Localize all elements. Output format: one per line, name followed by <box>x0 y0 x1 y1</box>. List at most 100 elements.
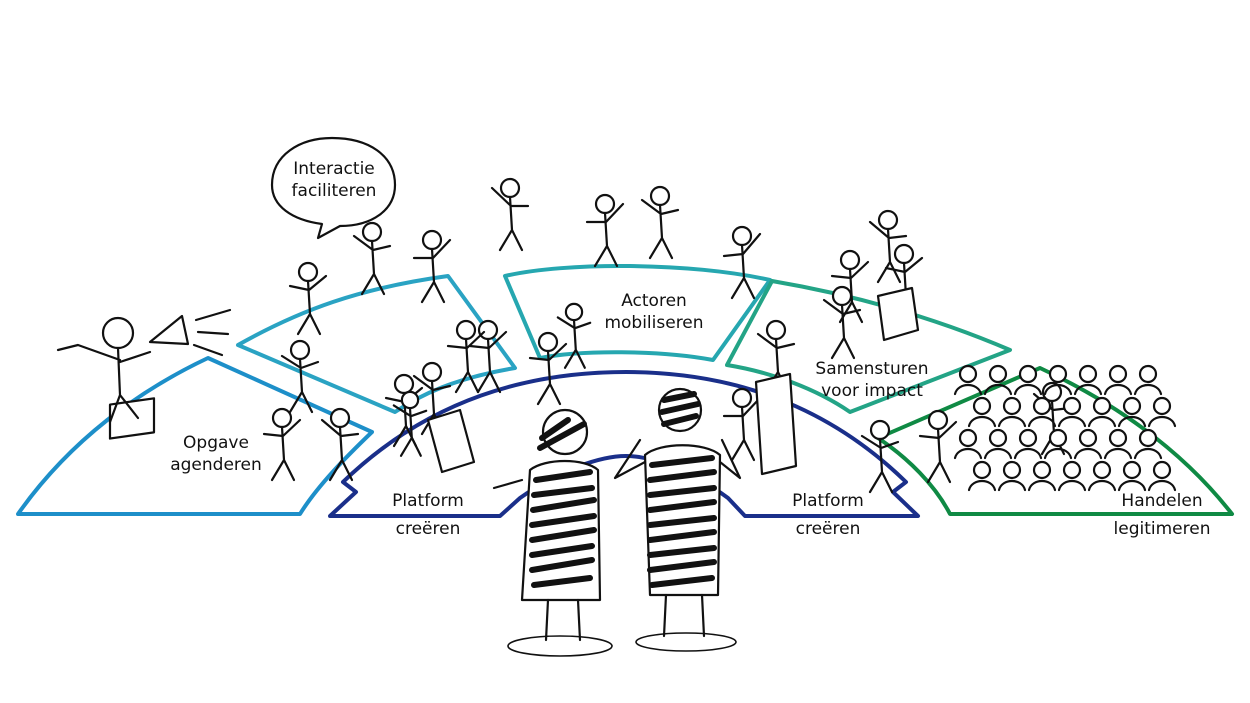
sketch-person <box>640 185 680 260</box>
sketch-person <box>830 249 870 324</box>
sketch-person <box>490 177 530 252</box>
platform-left-line1: Platform <box>392 491 464 511</box>
audience-shoulders <box>997 479 1027 492</box>
person-with-megaphone <box>56 308 232 440</box>
opgave-line1: Opgave <box>183 433 249 453</box>
central-figure-left <box>492 408 613 657</box>
audience-head <box>1152 460 1172 480</box>
audience-head <box>1092 460 1112 480</box>
audience-shoulders <box>967 479 997 492</box>
sketch-person <box>868 209 908 284</box>
audience-shoulders <box>1103 447 1133 460</box>
handelen-line1: Handelen <box>1121 491 1203 511</box>
audience-shoulders <box>1057 479 1087 492</box>
sketch-person <box>756 319 796 394</box>
audience-head <box>958 364 978 384</box>
segment-handelen-legitimeren-shape <box>876 366 1234 516</box>
platform-right-line1: Platform <box>792 491 864 511</box>
sketch-person <box>412 229 452 304</box>
audience-shoulders <box>1057 415 1087 428</box>
label-platform-left: Platform <box>380 490 476 512</box>
audience-shoulders <box>953 447 983 460</box>
label-opgave-agenderen: Opgave agenderen <box>166 432 266 476</box>
audience-shoulders <box>1087 479 1117 492</box>
sketch-person <box>528 331 568 406</box>
audience-head <box>1108 364 1128 384</box>
label-platform-right: Platform <box>780 490 876 512</box>
sketch-person <box>262 407 302 482</box>
sketch-person <box>320 407 360 482</box>
audience-head <box>1092 396 1112 416</box>
opgave-line2: agenderen <box>170 455 262 475</box>
sketch-person <box>722 387 762 462</box>
sketch-person <box>918 409 958 484</box>
audience-head <box>1032 460 1052 480</box>
audience-shoulders <box>1027 479 1057 492</box>
audience-head <box>1048 364 1068 384</box>
samensturen-line2: voor impact <box>821 381 923 401</box>
platform-left-line2: creëren <box>395 519 461 539</box>
audience-shoulders <box>1013 447 1043 460</box>
sketch-person <box>288 261 328 336</box>
sketch-person <box>556 302 592 369</box>
audience-head <box>1152 396 1172 416</box>
audience-head <box>988 428 1008 448</box>
audience-shoulders <box>1013 383 1043 396</box>
audience-head <box>1078 428 1098 448</box>
sketch-person <box>860 419 900 494</box>
audience-head <box>972 460 992 480</box>
label-interactie-faciliteren: Interactie faciliteren <box>286 158 382 202</box>
audience-shoulders <box>1147 415 1177 428</box>
sketch-person <box>280 339 320 414</box>
lectern-left <box>426 408 476 474</box>
audience-head <box>1018 428 1038 448</box>
sketch-person <box>412 361 452 436</box>
audience-head <box>1122 396 1142 416</box>
audience-shoulders <box>1133 447 1163 460</box>
audience-shoulders <box>967 415 997 428</box>
sketch-person <box>822 285 862 360</box>
sketch-person <box>392 390 428 457</box>
sketch-person <box>722 225 762 300</box>
audience-head <box>1002 460 1022 480</box>
audience-shoulders <box>953 383 983 396</box>
audience-shoulders <box>1027 415 1057 428</box>
audience-head <box>1062 460 1082 480</box>
audience-head <box>972 396 992 416</box>
sketch-person <box>384 373 424 448</box>
audience-head <box>1078 364 1098 384</box>
audience-head <box>1122 460 1142 480</box>
actoren-line2: mobiliseren <box>604 313 704 333</box>
audience-head <box>1048 428 1068 448</box>
central-figure-right <box>613 387 742 652</box>
label-creeren-left: creëren <box>380 518 476 540</box>
label-handelen: Handelen <box>1112 490 1212 512</box>
audience-shoulders <box>997 415 1027 428</box>
segment-actoren-mobiliseren-shape <box>503 263 772 362</box>
audience-shoulders <box>983 383 1013 396</box>
audience-head <box>988 364 1008 384</box>
audience-head <box>1018 364 1038 384</box>
podium-samensturen <box>876 286 920 342</box>
segment-opgave-agenderen-shape <box>16 356 374 516</box>
audience-head <box>1138 364 1158 384</box>
samensturen-line1: Samensturen <box>815 359 929 379</box>
speech-bubble <box>270 136 397 240</box>
label-samensturen-voor-impact: Samensturen voor impact <box>808 358 936 402</box>
audience-shoulders <box>1073 447 1103 460</box>
sketch-person <box>468 319 508 394</box>
label-legitimeren: legitimeren <box>1104 518 1220 540</box>
interactie-line1: Interactie <box>293 159 375 179</box>
audience-shoulders <box>1073 383 1103 396</box>
actoren-line1: Actoren <box>621 291 687 311</box>
audience-head <box>1002 396 1022 416</box>
label-actoren-mobiliseren: Actoren mobiliseren <box>594 290 714 334</box>
audience-shoulders <box>1103 383 1133 396</box>
audience-shoulders <box>1147 479 1177 492</box>
handelen-line2: legitimeren <box>1113 519 1211 539</box>
audience-head <box>1032 396 1052 416</box>
sketch-person <box>585 193 625 268</box>
platform-arch <box>328 370 920 518</box>
audience-head <box>1062 396 1082 416</box>
